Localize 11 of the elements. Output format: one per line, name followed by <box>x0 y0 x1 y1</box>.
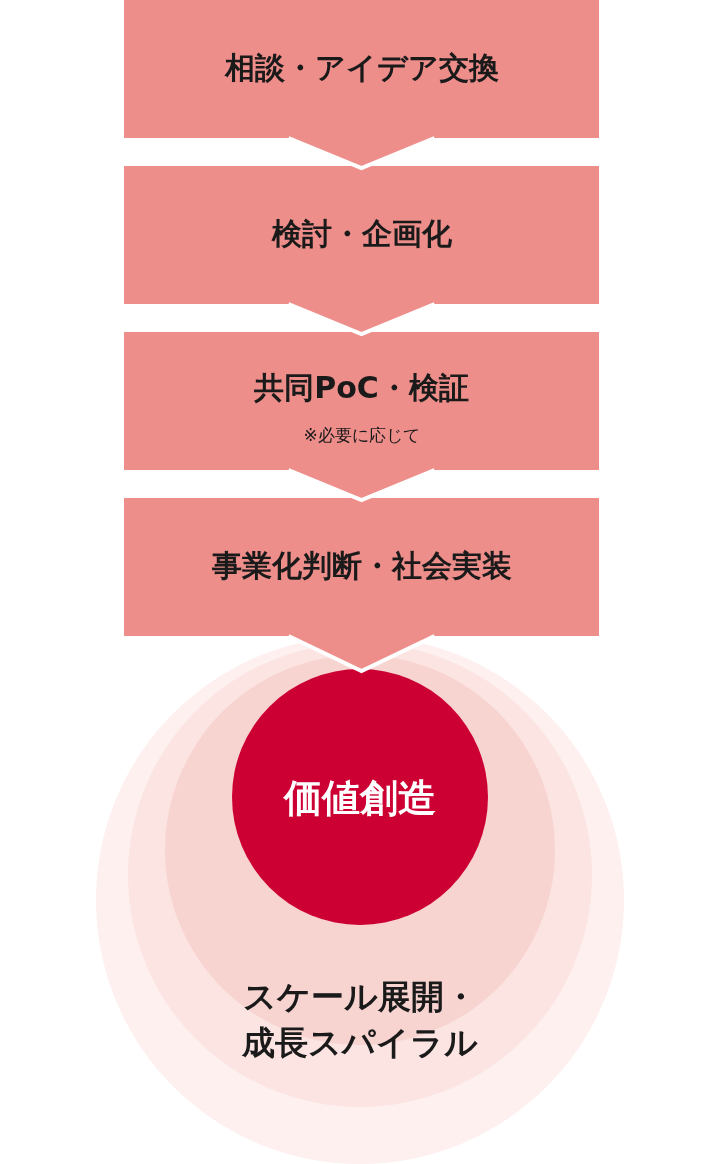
chevron-arrow <box>286 136 437 171</box>
chevron-arrow <box>286 468 437 503</box>
chevron-arrow <box>286 302 437 337</box>
step-label: 共同PoC・検証 <box>254 369 469 407</box>
chevron-arrow <box>286 634 437 674</box>
center-label: 価値創造 <box>284 775 436 822</box>
step-label: 相談・アイデア交換 <box>224 49 499 87</box>
step-label: 検討・企画化 <box>271 215 452 253</box>
spiral-label: スケール展開・成長スパイラル <box>241 976 479 1064</box>
step-note: ※必要に応じて <box>303 424 420 447</box>
step-label: 事業化判断・社会実装 <box>211 547 512 585</box>
